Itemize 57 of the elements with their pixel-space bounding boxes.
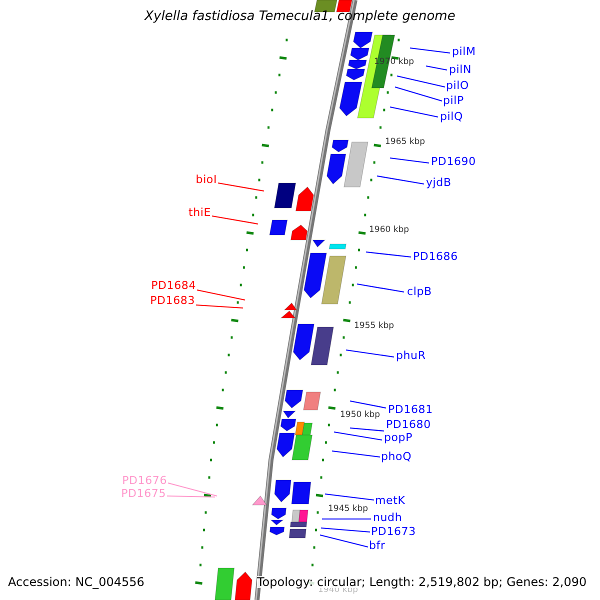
position-label: 1960 kbp: [369, 226, 410, 234]
gene-label: phuR: [396, 350, 426, 361]
position-label: 1955 kbp: [354, 322, 394, 330]
gene-label: PD1680: [386, 419, 431, 430]
gene-label: phoQ: [381, 451, 412, 462]
position-label: 1950 kbp: [340, 411, 380, 420]
gene-label: PD1676: [122, 475, 167, 486]
leader-line: [332, 450, 380, 458]
leader-line: [356, 283, 404, 293]
leader-line: [196, 304, 244, 309]
gene-label: bioI: [196, 174, 217, 185]
gene-label: nudh: [373, 512, 402, 523]
leader-line: [376, 175, 424, 185]
position-label: 1945 kbp: [328, 505, 368, 514]
gene-label: pilP: [443, 95, 464, 106]
position-label: 1965 kbp: [385, 138, 426, 146]
gene-label: PD1686: [413, 251, 458, 262]
leader-line: [322, 518, 371, 520]
leader-line: [320, 534, 368, 548]
gene-label: PD1690: [431, 156, 476, 167]
leader-line: [410, 47, 450, 54]
gene-label: PD1683: [150, 295, 195, 306]
leader-line: [350, 427, 384, 432]
leader-line: [346, 349, 394, 358]
leader-line: [350, 400, 386, 409]
genome-info-text: Topology: circular; Length: 2,519,802 bp; Genes: 2,090: [257, 576, 587, 588]
leader-line: [212, 215, 258, 225]
gene-label: yjdB: [426, 177, 452, 188]
gene-label: PD1675: [121, 488, 166, 499]
leader-line: [166, 495, 216, 498]
leader-line: [196, 289, 246, 301]
gene-label: PD1681: [388, 404, 433, 415]
gene-label: pilM: [452, 46, 476, 57]
gene-label: pilO: [446, 80, 469, 91]
map-title: Xylella fastidiosa Temecula1, complete genome: [143, 10, 456, 23]
leader-line: [320, 527, 370, 533]
leader-line: [390, 106, 438, 118]
leader-line: [324, 493, 374, 501]
gene-label: bfr: [369, 540, 386, 551]
leader-line: [390, 157, 430, 164]
leader-line: [334, 431, 382, 441]
gene-label: clpB: [407, 286, 432, 297]
accession-text: Accession: NC_004556: [8, 576, 144, 588]
leader-line: [366, 251, 412, 258]
leader-line: [396, 75, 446, 88]
position-label: 1940 kbp: [318, 586, 358, 594]
gene-label: thiE: [188, 207, 211, 218]
leader-line: [426, 65, 448, 71]
gene-label: popP: [384, 432, 413, 443]
gene-label: pilN: [449, 64, 472, 75]
gene-label: PD1673: [371, 526, 416, 537]
leader-line: [218, 182, 264, 192]
leader-line: [394, 86, 442, 102]
gene-label: pilQ: [440, 111, 463, 122]
gene-label: metK: [375, 495, 406, 506]
gene-label: PD1684: [151, 280, 196, 291]
leader-line: [168, 482, 218, 497]
